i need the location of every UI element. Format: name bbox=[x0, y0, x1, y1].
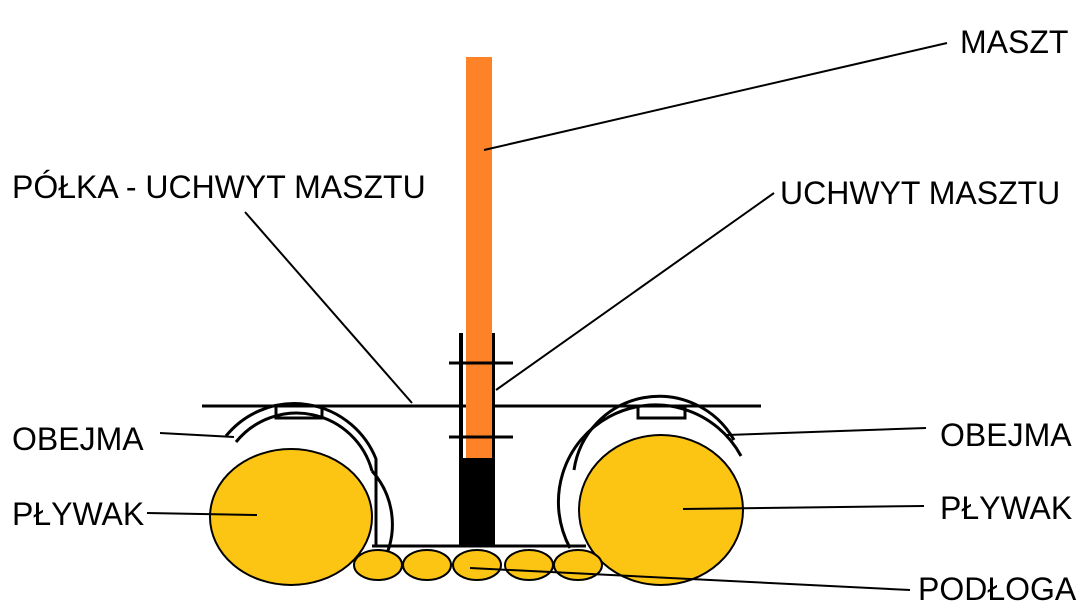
left-clamp-inner bbox=[234, 411, 374, 472]
mast-mount-socket bbox=[461, 458, 493, 546]
label-obejma-right: OBEJMA bbox=[940, 417, 1072, 453]
right-float bbox=[578, 434, 744, 586]
label-obejma-left: OBEJMA bbox=[12, 421, 144, 457]
floor-log-4 bbox=[504, 549, 554, 581]
label-maszt: MASZT bbox=[960, 24, 1068, 60]
label-podloga: PODŁOGA bbox=[918, 571, 1077, 607]
floor-log-1 bbox=[353, 549, 403, 581]
floor-log-5 bbox=[553, 549, 603, 581]
right-clamp-arc bbox=[556, 403, 743, 549]
right-clamp-inner bbox=[572, 394, 736, 471]
label-plywak-right: PŁYWAK bbox=[940, 490, 1072, 526]
leader-polka bbox=[244, 211, 413, 404]
label-polka-uchwyt-masztu: PÓŁKA - UCHWYT MASZTU bbox=[12, 169, 426, 205]
mast bbox=[466, 57, 492, 458]
floor-log-2 bbox=[402, 549, 452, 581]
left-float bbox=[209, 448, 373, 586]
leader-plywak-right bbox=[682, 505, 925, 510]
right-clamp-bracket bbox=[636, 406, 687, 420]
left-clamp-lower bbox=[370, 470, 394, 561]
label-uchwyt-masztu: UCHWYT MASZTU bbox=[780, 175, 1060, 211]
leader-uchwyt bbox=[495, 192, 775, 391]
floor-log-3 bbox=[452, 549, 502, 581]
left-clamp-bracket bbox=[274, 406, 324, 420]
leader-maszt bbox=[483, 42, 948, 151]
leader-plywak-left bbox=[146, 512, 258, 516]
label-plywak-left: PŁYWAK bbox=[12, 496, 144, 532]
leader-podloga bbox=[469, 567, 911, 591]
leader-obejma-right bbox=[726, 427, 927, 436]
leader-obejma-left bbox=[159, 432, 235, 438]
